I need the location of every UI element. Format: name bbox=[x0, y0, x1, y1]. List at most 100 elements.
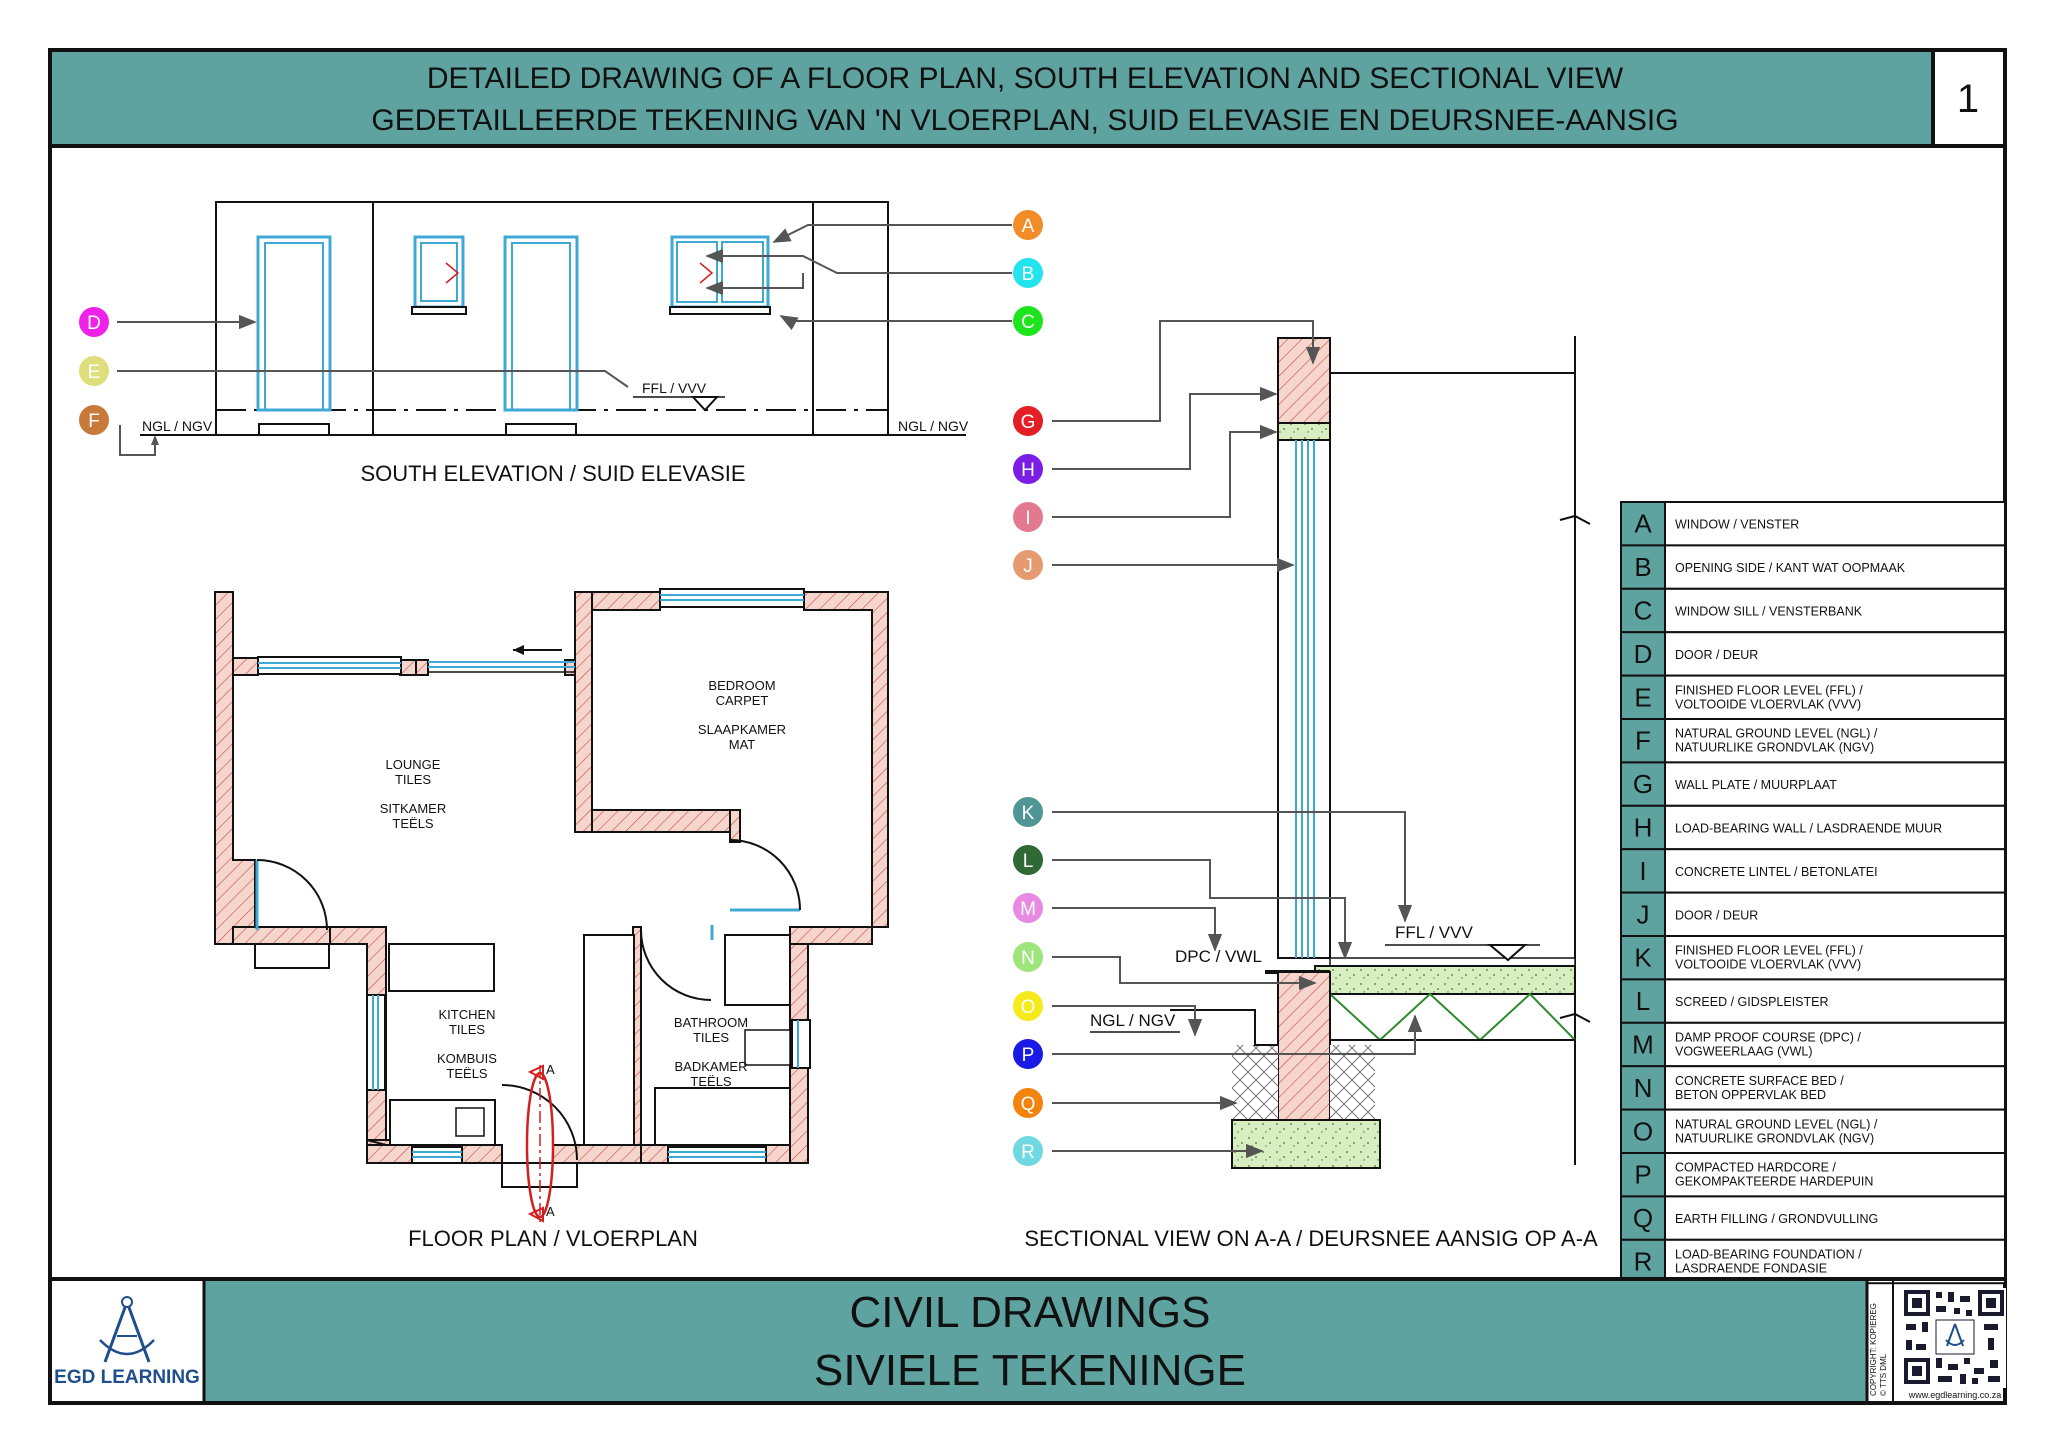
qr-code[interactable] bbox=[1902, 1288, 2006, 1388]
section-earth-fill-right bbox=[1330, 1045, 1375, 1120]
elevation-ngl-left: NGL / NGV bbox=[142, 418, 213, 434]
svg-text:BADKAMER: BADKAMER bbox=[675, 1059, 748, 1074]
copyright-text: COPYRIGHT: KOPIEREG bbox=[1869, 1303, 1878, 1396]
legend-description: WINDOW / VENSTER bbox=[1675, 518, 1799, 532]
svg-text:SLAAPKAMER: SLAAPKAMER bbox=[698, 722, 786, 737]
section-wall-lower bbox=[1277, 971, 1331, 1121]
section-dpc-label: DPC / VWL bbox=[1175, 947, 1262, 966]
legend-letter: A bbox=[1634, 509, 1652, 539]
header-band bbox=[52, 52, 1932, 145]
room-label-bedroom: BEDROOM CARPET SLAAPKAMER MAT bbox=[698, 678, 786, 752]
legend-description: CONCRETE SURFACE BED / bbox=[1675, 1074, 1844, 1088]
svg-text:BATHROOM: BATHROOM bbox=[674, 1015, 748, 1030]
legend-description: BETON OPPERVLAK BED bbox=[1675, 1088, 1826, 1102]
marker-c: C bbox=[1013, 306, 1043, 336]
legend-description: LOAD-BEARING WALL / LASDRAENDE MUUR bbox=[1675, 822, 1942, 836]
plan-window-bathroom bbox=[667, 1146, 767, 1164]
legend-description: FINISHED FLOOR LEVEL (FFL) / bbox=[1675, 683, 1863, 697]
svg-text:SITKAMER: SITKAMER bbox=[380, 801, 446, 816]
legend-letter: I bbox=[1639, 856, 1646, 886]
room-label-lounge: LOUNGE TILES SITKAMER TEËLS bbox=[380, 757, 446, 831]
south-elevation: FFL / VVV NGL / NGV NGL / NGV bbox=[119, 201, 969, 456]
legend-letter: O bbox=[1633, 1116, 1653, 1146]
section-line-marker: A A bbox=[525, 1062, 555, 1225]
legend-description: LASDRAENDE FONDASIE bbox=[1675, 1262, 1827, 1276]
header-title-en: DETAILED DRAWING OF A FLOOR PLAN, SOUTH … bbox=[427, 62, 1624, 95]
legend-row-a: A WINDOW / VENSTER bbox=[1620, 501, 2006, 547]
elevation-caption: SOUTH ELEVATION / SUID ELEVASIE bbox=[360, 461, 745, 486]
marker-letter: K bbox=[1022, 803, 1035, 824]
legend-row-n: N CONCRETE SURFACE BED /BETON OPPERVLAK B… bbox=[1620, 1065, 2006, 1111]
legend-description: COMPACTED HARDCORE / bbox=[1675, 1161, 1836, 1175]
marker-letter: Q bbox=[1021, 1094, 1036, 1115]
section-ffl-label: FFL / VVV bbox=[1395, 923, 1473, 942]
legend-description: SCREED / GIDSPLEISTER bbox=[1675, 995, 1829, 1009]
header-title-af: GEDETAILLEERDE TEKENING VAN 'N VLOERPLAN… bbox=[371, 104, 1678, 137]
marker-letter: L bbox=[1023, 851, 1034, 872]
section-earth-fill-left bbox=[1232, 1045, 1278, 1120]
marker-i: I bbox=[1013, 502, 1043, 532]
legend-description: NATUURLIKE GRONDVLAK (NGV) bbox=[1675, 1131, 1874, 1145]
plan-door-lounge bbox=[254, 859, 330, 969]
marker-letter: J bbox=[1023, 556, 1033, 577]
section-door bbox=[1277, 439, 1331, 959]
marker-p: P bbox=[1013, 1039, 1043, 1069]
elevation-window-double bbox=[669, 235, 771, 315]
svg-text:BEDROOM: BEDROOM bbox=[708, 678, 775, 693]
legend-letter: F bbox=[1635, 726, 1651, 756]
legend-description: NATURAL GROUND LEVEL (NGL) / bbox=[1675, 727, 1878, 741]
plan-door-bedroom bbox=[729, 839, 801, 912]
footer-title-af: SIVIELE TEKENINGE bbox=[814, 1346, 1246, 1395]
marker-r: R bbox=[1013, 1136, 1043, 1166]
legend-letter: D bbox=[1634, 639, 1653, 669]
logo-text: EGD LEARNING bbox=[54, 1367, 200, 1388]
section-lintel bbox=[1277, 422, 1331, 441]
plan-window-bedroom bbox=[659, 588, 805, 608]
marker-k: K bbox=[1013, 797, 1043, 827]
marker-letter: P bbox=[1022, 1045, 1035, 1066]
svg-text:TILES: TILES bbox=[449, 1022, 485, 1037]
legend-letter: H bbox=[1634, 813, 1653, 843]
marker-d: D bbox=[79, 307, 109, 337]
legend-letter: N bbox=[1634, 1073, 1653, 1103]
marker-b: B bbox=[1013, 258, 1043, 288]
marker-o: O bbox=[1013, 991, 1043, 1021]
website-text[interactable]: www.egdlearning.co.za bbox=[1908, 1390, 2002, 1400]
marker-m: M bbox=[1013, 893, 1043, 923]
section-wall-upper bbox=[1277, 337, 1331, 424]
plan-counter-lounge bbox=[388, 943, 495, 992]
marker-letter: G bbox=[1021, 412, 1036, 433]
section-hardcore bbox=[1329, 992, 1576, 1042]
room-label-kitchen: KITCHEN TILES KOMBUIS TEËLS bbox=[437, 1007, 497, 1081]
marker-j: J bbox=[1013, 550, 1043, 580]
plan-window-lounge bbox=[257, 656, 402, 675]
svg-text:KITCHEN: KITCHEN bbox=[438, 1007, 495, 1022]
marker-letter: R bbox=[1021, 1142, 1035, 1163]
svg-text:TILES: TILES bbox=[693, 1030, 729, 1045]
section-caption: SECTIONAL VIEW ON A-A / DEURSNEE AANSIG … bbox=[1024, 1226, 1598, 1251]
plan-sliding-door bbox=[428, 645, 575, 673]
svg-text:TILES: TILES bbox=[395, 772, 431, 787]
marker-n: N bbox=[1013, 942, 1043, 972]
elevation-leaders bbox=[117, 224, 1012, 388]
legend-description: FINISHED FLOOR LEVEL (FFL) / bbox=[1675, 944, 1863, 958]
marker-letter: M bbox=[1020, 899, 1036, 920]
marker-letter: D bbox=[87, 313, 101, 334]
sheet-number: 1 bbox=[1957, 77, 1979, 121]
legend-description: WALL PLATE / MUURPLAAT bbox=[1675, 778, 1837, 792]
legend-letter: J bbox=[1637, 899, 1650, 929]
qr-logo-icon bbox=[1945, 1323, 1965, 1347]
